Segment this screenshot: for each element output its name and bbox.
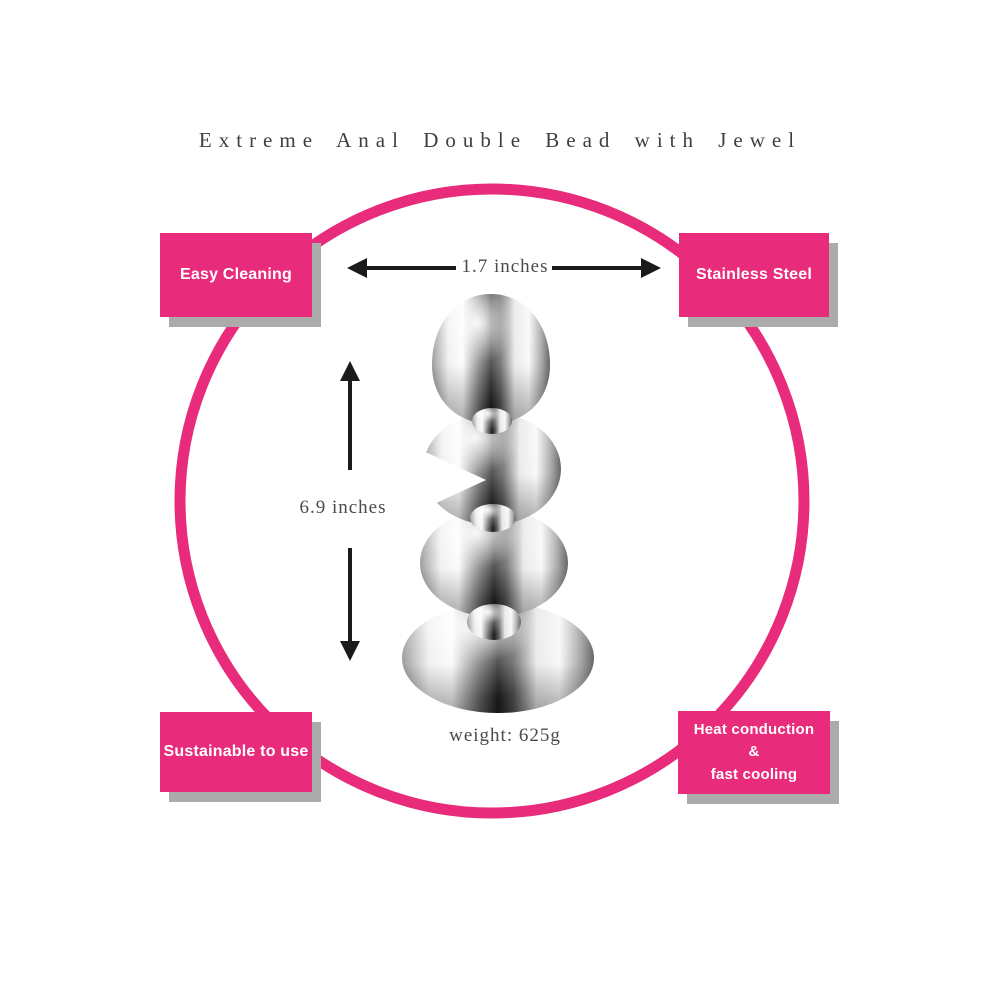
height-dimension-label: 6.9 inches — [299, 497, 387, 518]
bead-notch — [406, 443, 486, 517]
width-dimension-label: 1.7 inches — [461, 256, 549, 277]
feature-line-2: & — [748, 743, 760, 761]
feature-box-easy-cleaning: Easy Cleaning — [160, 233, 312, 317]
feature-line-1: Heat conduction — [693, 720, 815, 738]
pink-circle — [174, 183, 810, 819]
feature-label: Sustainable to use — [163, 743, 309, 760]
feature-box-sustainable: Sustainable to use — [160, 712, 312, 792]
height-dimension-arrow — [340, 361, 360, 661]
product-image — [402, 294, 594, 713]
feature-box-stainless-steel: Stainless Steel — [679, 233, 829, 317]
page-title: Extreme Anal Double Bead with Jewel — [198, 128, 802, 152]
feature-label: Stainless Steel — [696, 266, 812, 283]
feature-label: Easy Cleaning — [180, 266, 292, 283]
feature-box-heat-conduction: Heat conduction & fast cooling — [678, 711, 830, 794]
width-dimension-arrow — [347, 258, 661, 278]
feature-label: Heat conduction & fast cooling — [694, 719, 815, 787]
weight-label: weight: 625g — [449, 725, 561, 746]
feature-line-3: fast cooling — [710, 765, 798, 783]
